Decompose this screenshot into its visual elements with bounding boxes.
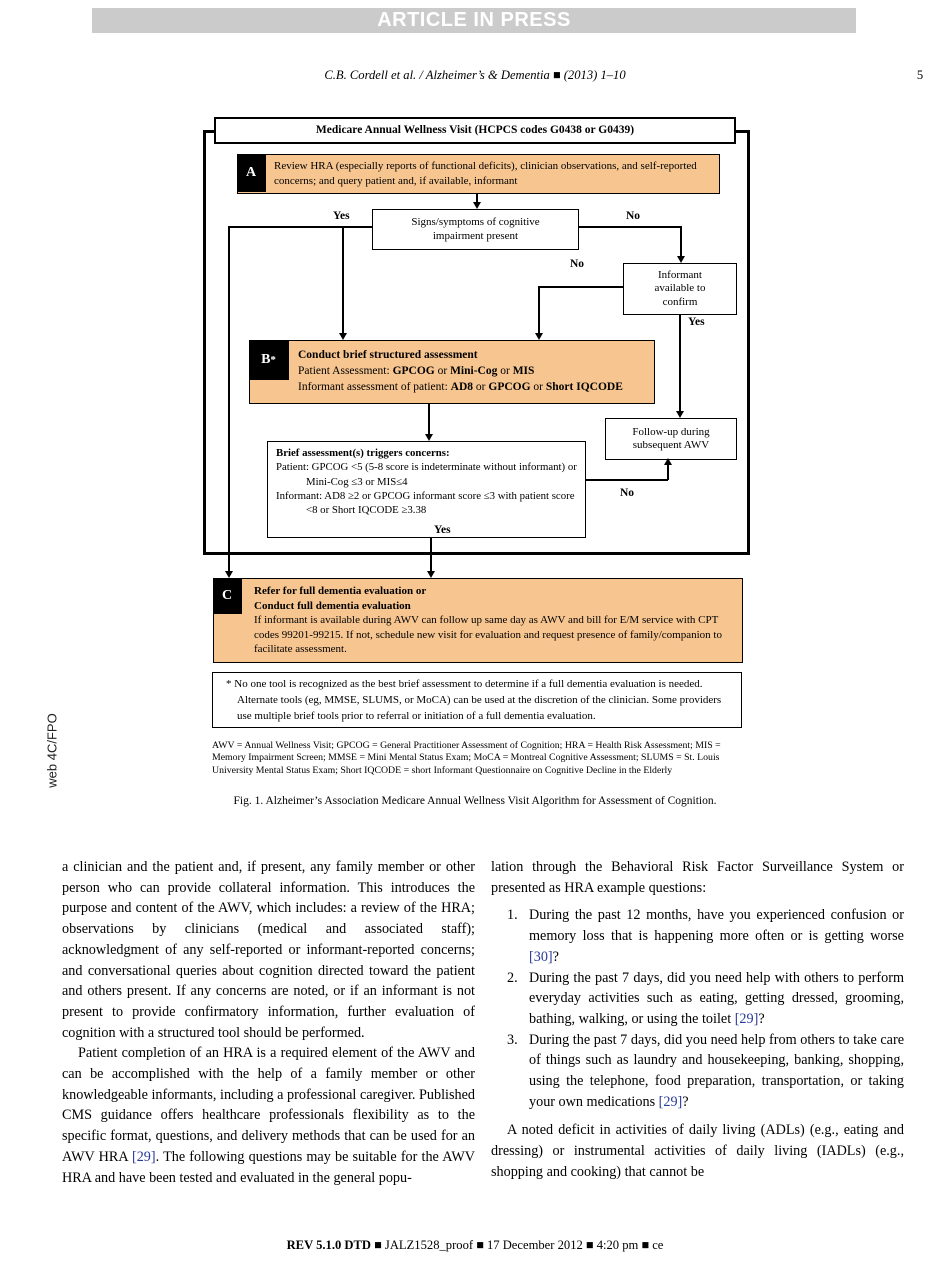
hra-question-list: 1. During the past 12 months, have you e… [491, 905, 904, 1112]
citation-link[interactable]: [30] [529, 948, 553, 965]
citation-link[interactable]: [29] [734, 1010, 759, 1027]
box-b-letter: B [261, 351, 271, 367]
arrowhead-yes-to-c [225, 571, 233, 578]
flowchart-box-b: B* Conduct brief structured assessment P… [248, 339, 655, 404]
triggers-box: Brief assessment(s) triggers concerns: P… [267, 441, 586, 538]
list-item-number: 1. [507, 907, 518, 924]
arrowhead-no-to-informant [677, 256, 685, 263]
body-right-column: lation through the Behavioral Risk Facto… [491, 857, 904, 1183]
informant-box-text: Informant available to confirm [654, 268, 706, 308]
informant-available-box: Informant available to confirm [623, 263, 737, 315]
box-a-label: A [236, 153, 266, 192]
box-c-body: If informant is available during AWV can… [254, 614, 722, 656]
article-in-press-banner: ARTICLE IN PRESS [92, 8, 856, 33]
arrowhead-informant-no-to-b [535, 333, 543, 340]
figure-footnote-box: * No one tool is recognized as the best … [212, 672, 742, 728]
arrowhead-a-to-decision [473, 202, 481, 209]
connector-yes-to-b [342, 226, 344, 333]
box-b-line2: Patient Assessment: GPCOG or Mini-Cog or… [298, 365, 535, 377]
flowchart-box-a: A Review HRA (especially reports of func… [236, 153, 720, 194]
box-c-text: Refer for full dementia evaluation or Co… [214, 579, 742, 657]
proof-footer: REV 5.1.0 DTD ■ JALZ1528_proof ■ 17 Dece… [286, 1238, 664, 1252]
list-item-text: During the past 7 days, did you need hel… [529, 969, 904, 1027]
arrowhead-informant-yes-to-followup [676, 411, 684, 418]
box-a-text: Review HRA (especially reports of functi… [274, 160, 697, 188]
connector-informant-no-horizontal [538, 286, 623, 288]
triggers-title: Brief assessment(s) triggers concerns: [276, 447, 450, 459]
box-b-text: Conduct brief structured assessment Pati… [250, 341, 654, 395]
body-paragraph-2: Patient completion of an HRA is a requir… [62, 1045, 475, 1186]
list-item: 3. During the past 7 days, did you need … [507, 1030, 904, 1113]
triggers-informant-line: Informant: AD8 ≥2 or GPCOG informant sco… [276, 489, 575, 517]
citation-link[interactable]: [29] [658, 1093, 683, 1110]
list-item-text: During the past 12 months, have you expe… [529, 907, 904, 965]
arrowhead-b-to-triggers [425, 434, 433, 441]
figure-caption: Fig. 1. Alzheimer’s Association Medicare… [233, 795, 717, 807]
label-yes-left: Yes [333, 210, 350, 222]
body-paragraph-3: lation through the Behavioral Risk Facto… [491, 859, 904, 896]
connector-no-horizontal [578, 226, 681, 228]
label-no-right: No [626, 210, 641, 222]
connector-yes-horizontal [228, 226, 374, 228]
list-item-number: 3. [507, 1031, 518, 1048]
page-number: 5 [916, 68, 924, 82]
label-yes-to-c: Yes [434, 524, 451, 536]
label-no-informant: No [570, 258, 585, 270]
connector-triggers-no-horizontal [570, 479, 668, 481]
flowchart-title: Medicare Annual Wellness Visit (HCPCS co… [214, 117, 736, 144]
label-no-to-followup: No [620, 487, 635, 499]
label-yes-informant: Yes [688, 316, 705, 328]
decision-signs-symptoms: Signs/symptoms of cognitive impairment p… [372, 209, 579, 250]
followup-box-text: Follow-up during subsequent AWV [632, 425, 710, 452]
connector-informant-no-vertical [538, 286, 540, 333]
figure-footnote-text: * No one tool is recognized as the best … [226, 678, 722, 722]
connector-informant-yes-vertical [679, 313, 681, 411]
list-item: 1. During the past 12 months, have you e… [507, 905, 904, 967]
triggers-patient-line: Patient: GPCOG <5 (5-8 score is indeterm… [276, 461, 577, 488]
web-color-fpo-note: web 4C/FPO [44, 713, 60, 788]
body-paragraph-1: a clinician and the patient and, if pres… [62, 859, 475, 1041]
list-item-text: During the past 7 days, did you need hel… [529, 1031, 904, 1110]
connector-triggers-no-vertical [667, 464, 669, 480]
connector-b-to-triggers [428, 402, 430, 434]
box-c-label: C [212, 577, 242, 614]
body-left-column: a clinician and the patient and, if pres… [62, 857, 475, 1188]
citation-link[interactable]: [29] [131, 1148, 156, 1165]
box-b-line1: Conduct brief structured assessment [298, 349, 478, 361]
list-item: 2. During the past 7 days, did you need … [507, 968, 904, 1030]
box-c-bold-line2: Conduct full dementia evaluation [254, 599, 411, 612]
list-item-number: 2. [507, 969, 518, 986]
connector-triggers-yes-vertical [430, 529, 432, 571]
connector-no-vertical [680, 226, 682, 256]
body-paragraph-4: A noted deficit in activities of daily l… [491, 1122, 904, 1180]
decision-text: Signs/symptoms of cognitive impairment p… [411, 216, 540, 242]
followup-box: Follow-up during subsequent AWV [605, 418, 737, 460]
flowchart-box-c: C Refer for full dementia evaluation or … [212, 577, 743, 663]
running-head-citation: C.B. Cordell et al. / Alzheimer’s & Deme… [324, 68, 626, 82]
box-b-line3: Informant assessment of patient: AD8 or … [298, 381, 623, 393]
arrowhead-yes-to-b [339, 333, 347, 340]
arrowhead-triggers-no-to-followup [664, 458, 672, 465]
box-b-label: B* [248, 339, 289, 380]
figure-abbreviations: AWV = Annual Wellness Visit; GPCOG = Gen… [212, 740, 721, 776]
box-b-asterisk: * [270, 353, 276, 366]
connector-yes-left-vertical [228, 226, 230, 571]
box-c-bold-line1: Refer for full dementia evaluation or [254, 585, 427, 597]
arrowhead-triggers-yes-to-c [427, 571, 435, 578]
connector-a-to-decision [476, 193, 478, 203]
